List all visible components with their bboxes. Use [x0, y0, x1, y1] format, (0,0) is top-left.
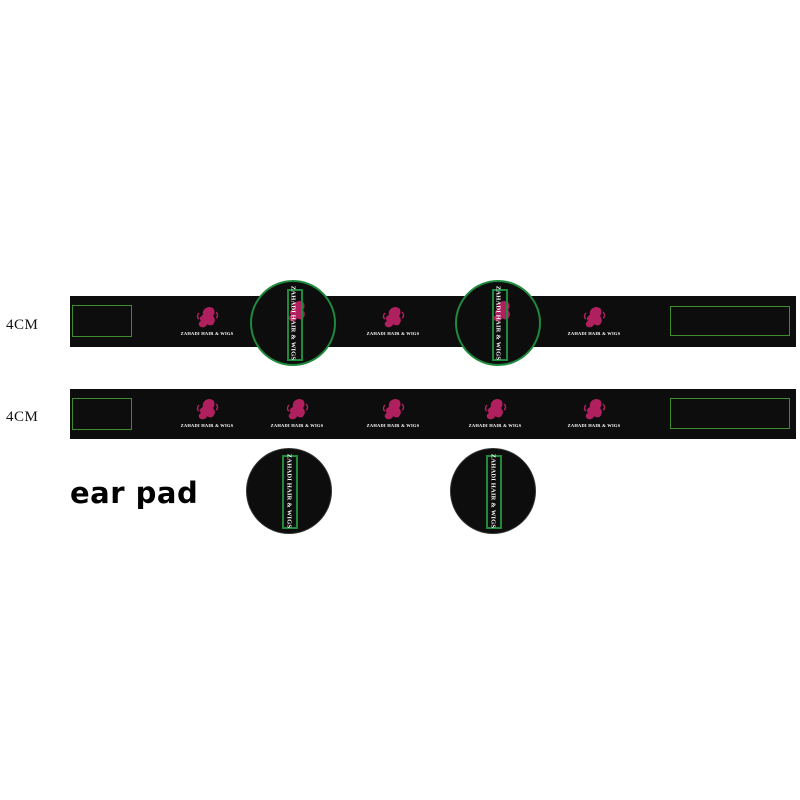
brand-logo: ZAHADI HAIR & WIGS: [564, 304, 624, 336]
brand-logo: ZAHADI HAIR & WIGS: [267, 396, 327, 428]
ear-pad-loose-left: ZAHADI HAIR & WIGS: [246, 448, 332, 534]
brand-text: ZAHADI HAIR & WIGS: [180, 423, 234, 428]
woman-silhouette-logo-icon: [286, 399, 309, 420]
brand-logo: ZAHADI HAIR & WIGS: [177, 396, 237, 428]
brand-text: ZAHADI HAIR & WIGS: [489, 453, 497, 529]
brand-text: ZAHADI HAIR & WIGS: [285, 453, 293, 529]
brand-text: ZAHADI HAIR & WIGS: [270, 423, 324, 428]
brand-logo: ZAHADI HAIR & WIGS: [363, 396, 423, 428]
brand-text: ZAHADI HAIR & WIGS: [494, 285, 502, 361]
woman-silhouette-logo-icon: [382, 307, 405, 328]
velcro-patch-right: [670, 306, 790, 336]
brand-text: ZAHADI HAIR & WIGS: [567, 423, 621, 428]
band-2-width-label: 4CM: [6, 409, 39, 425]
headband-with-ear-pads: ZAHADI HAIR & WIGS ZAHADI HAIR & WIGS ZA…: [70, 296, 796, 347]
woman-silhouette-logo-icon: [382, 399, 405, 420]
brand-text: ZAHADI HAIR & WIGS: [289, 285, 297, 361]
brand-text: ZAHADI HAIR & WIGS: [180, 331, 234, 336]
woman-silhouette-logo-icon: [484, 399, 507, 420]
brand-text: ZAHADI HAIR & WIGS: [567, 331, 621, 336]
ear-pad-label-strip: [492, 289, 508, 361]
brand-text: ZAHADI HAIR & WIGS: [366, 331, 420, 336]
woman-silhouette-logo-icon: [583, 307, 606, 328]
woman-silhouette-logo-icon: [288, 301, 305, 322]
brand-logo: ZAHADI HAIR & WIGS: [465, 396, 525, 428]
brand-logo: ZAHADI HAIR & WIGS: [363, 304, 423, 336]
velcro-patch-left: [72, 305, 132, 337]
ear-pad-label-strip: [282, 455, 298, 529]
velcro-patch-left: [72, 398, 132, 430]
brand-text: ZAHADI HAIR & WIGS: [366, 423, 420, 428]
woman-silhouette-logo-icon: [196, 307, 219, 328]
woman-silhouette-logo-icon: [196, 399, 219, 420]
ear-pad-heading: ear pad: [70, 476, 199, 510]
ear-pad-attached-right: ZAHADI HAIR & WIGS: [455, 280, 541, 366]
brand-text: ZAHADI HAIR & WIGS: [468, 423, 522, 428]
ear-pad-label-strip: [287, 289, 303, 361]
ear-pad-attached-left: ZAHADI HAIR & WIGS: [250, 280, 336, 366]
woman-silhouette-logo-icon: [493, 301, 510, 322]
brand-logo: ZAHADI HAIR & WIGS: [177, 304, 237, 336]
brand-logo: ZAHADI HAIR & WIGS: [564, 396, 624, 428]
woman-silhouette-logo-icon: [583, 399, 606, 420]
band-1-width-label: 4CM: [6, 317, 39, 333]
velcro-patch-right: [670, 398, 790, 429]
headband-plain: ZAHADI HAIR & WIGS ZAHADI HAIR & WIGS ZA…: [70, 389, 796, 439]
ear-pad-label-strip: [486, 455, 502, 529]
ear-pad-loose-right: ZAHADI HAIR & WIGS: [450, 448, 536, 534]
